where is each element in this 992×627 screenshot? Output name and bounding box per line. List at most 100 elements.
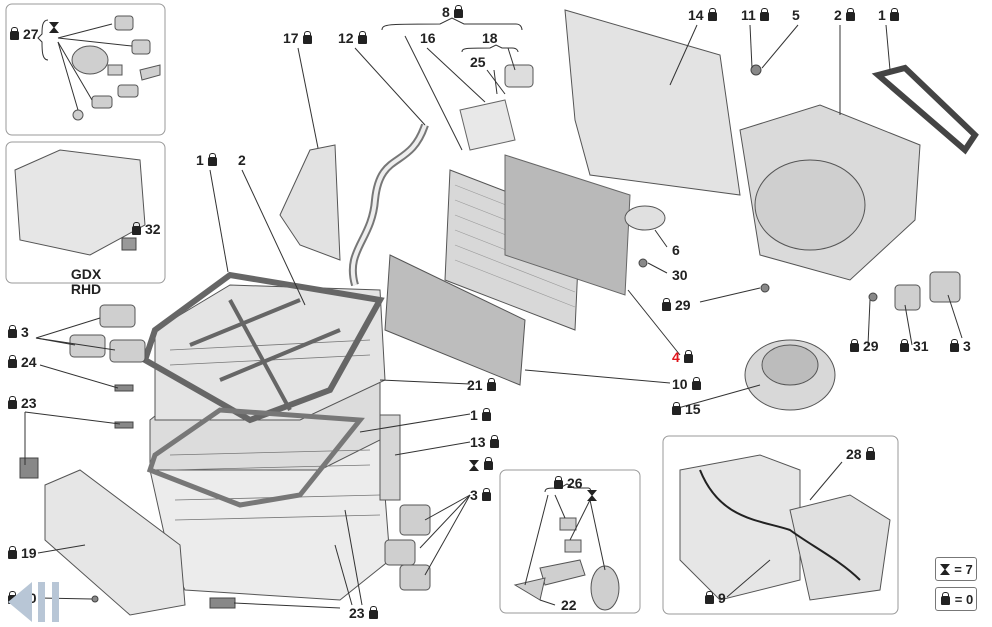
callout-29-center[interactable]: 29 (660, 297, 691, 313)
temperature-sensor (504, 64, 534, 88)
lock-icon (481, 407, 491, 421)
lock-icon (900, 338, 909, 352)
callout-1-left[interactable]: 1 (196, 152, 219, 168)
callout-28[interactable]: 28 (846, 446, 877, 462)
lock-icon (481, 487, 491, 501)
lock-icon (759, 7, 769, 21)
lock-icon (10, 26, 19, 40)
upper-hvac-unit (564, 9, 921, 281)
blower-motor (744, 339, 836, 411)
lock-icon (850, 338, 859, 352)
lock-icon (683, 349, 693, 363)
air-distribution-column (379, 414, 401, 501)
callout-17[interactable]: 17 (283, 30, 314, 46)
kit-callout-center[interactable] (468, 457, 495, 471)
lock-icon (662, 297, 671, 311)
callout-3-right[interactable]: 3 (948, 338, 971, 354)
callout-21[interactable]: 21 (467, 377, 498, 393)
kit-marker-27 (48, 22, 60, 33)
seal-ring (871, 64, 979, 155)
callout-10[interactable]: 10 (672, 376, 703, 392)
callout-3-center[interactable]: 3 (470, 487, 493, 503)
kit-marker-26 (586, 490, 598, 501)
lock-icon (484, 457, 493, 470)
leader-lines (24, 17, 963, 609)
lock-icon (940, 591, 950, 605)
hourglass-icon (940, 564, 951, 575)
callout-9[interactable]: 9 (703, 590, 726, 606)
expansion-valve-cover (459, 99, 516, 151)
callout-26[interactable]: 26 (552, 475, 583, 491)
variant-label-gdx: GDX (70, 266, 102, 282)
callout-2-top[interactable]: 2 (834, 7, 857, 23)
evaporator (384, 254, 526, 386)
inset-wiring-harness (662, 435, 899, 615)
callout-8[interactable]: 8 (442, 4, 465, 20)
hourglass-icon (587, 490, 597, 501)
lock-icon (486, 377, 496, 391)
callout-5[interactable]: 5 (792, 7, 800, 23)
coolant-pipe (348, 123, 429, 287)
callout-12[interactable]: 12 (338, 30, 369, 46)
lock-icon (865, 446, 875, 460)
inset-top-left (5, 3, 166, 136)
callout-6[interactable]: 6 (672, 242, 680, 258)
callout-11[interactable]: 11 (741, 7, 771, 23)
callout-15[interactable]: 15 (670, 401, 701, 417)
lock-icon (132, 221, 141, 235)
lock-icon (691, 376, 701, 390)
callout-25[interactable]: 25 (470, 54, 486, 70)
inset-gdx-rhd (5, 141, 166, 284)
callout-32[interactable]: 32 (130, 221, 161, 237)
coolant-pipe-inner (350, 124, 427, 286)
actuator-group-left (69, 304, 146, 363)
callout-16[interactable]: 16 (420, 30, 436, 46)
pollen-filter (504, 154, 631, 296)
callout-29-right[interactable]: 29 (848, 338, 879, 354)
hvac-housing-illustration (149, 284, 391, 601)
lock-icon (453, 4, 463, 18)
lock-icon (8, 354, 17, 368)
callout-18[interactable]: 18 (482, 30, 498, 46)
lock-icon (368, 605, 378, 619)
lock-icon (705, 590, 714, 604)
actuator-group-center (384, 504, 431, 591)
lock-icon (302, 30, 312, 44)
seal-gasket-frame-lower (146, 407, 365, 508)
callout-14[interactable]: 14 (688, 7, 719, 23)
callout-1-top[interactable]: 1 (878, 7, 901, 23)
inset-kit-parts (499, 469, 641, 614)
lock-icon (489, 434, 499, 448)
callout-30[interactable]: 30 (672, 267, 688, 283)
callout-23-left[interactable]: 23 (6, 395, 37, 411)
small-parts (19, 64, 878, 609)
lock-icon (8, 395, 17, 409)
back-arrow-icon[interactable] (2, 578, 62, 626)
callout-27[interactable]: 27 (8, 26, 39, 42)
lock-icon (207, 152, 217, 166)
callout-1-center[interactable]: 1 (470, 407, 493, 423)
actuator-group-right (894, 271, 961, 311)
legend-lock-count: = 0 (935, 587, 977, 611)
callout-2-left[interactable]: 2 (238, 152, 246, 168)
bracket (279, 144, 341, 261)
lock-icon (845, 7, 855, 21)
callout-13[interactable]: 13 (470, 434, 501, 450)
flap-seal (624, 205, 666, 231)
lock-icon (950, 338, 959, 352)
lock-icon (707, 7, 717, 21)
lock-icon (672, 401, 681, 415)
callout-4-highlighted[interactable]: 4 (672, 349, 695, 365)
callout-24[interactable]: 24 (6, 354, 37, 370)
variant-label-rhd: RHD (70, 281, 102, 297)
lock-icon (889, 7, 899, 21)
callout-19[interactable]: 19 (6, 545, 37, 561)
callout-22[interactable]: 22 (561, 597, 577, 613)
callout-3-left[interactable]: 3 (6, 324, 29, 340)
air-duct (44, 469, 186, 616)
lock-icon (8, 324, 17, 338)
callout-23-bottom[interactable]: 23 (349, 605, 380, 621)
callout-31[interactable]: 31 (898, 338, 929, 354)
legend-kit-count: = 7 (935, 557, 977, 581)
